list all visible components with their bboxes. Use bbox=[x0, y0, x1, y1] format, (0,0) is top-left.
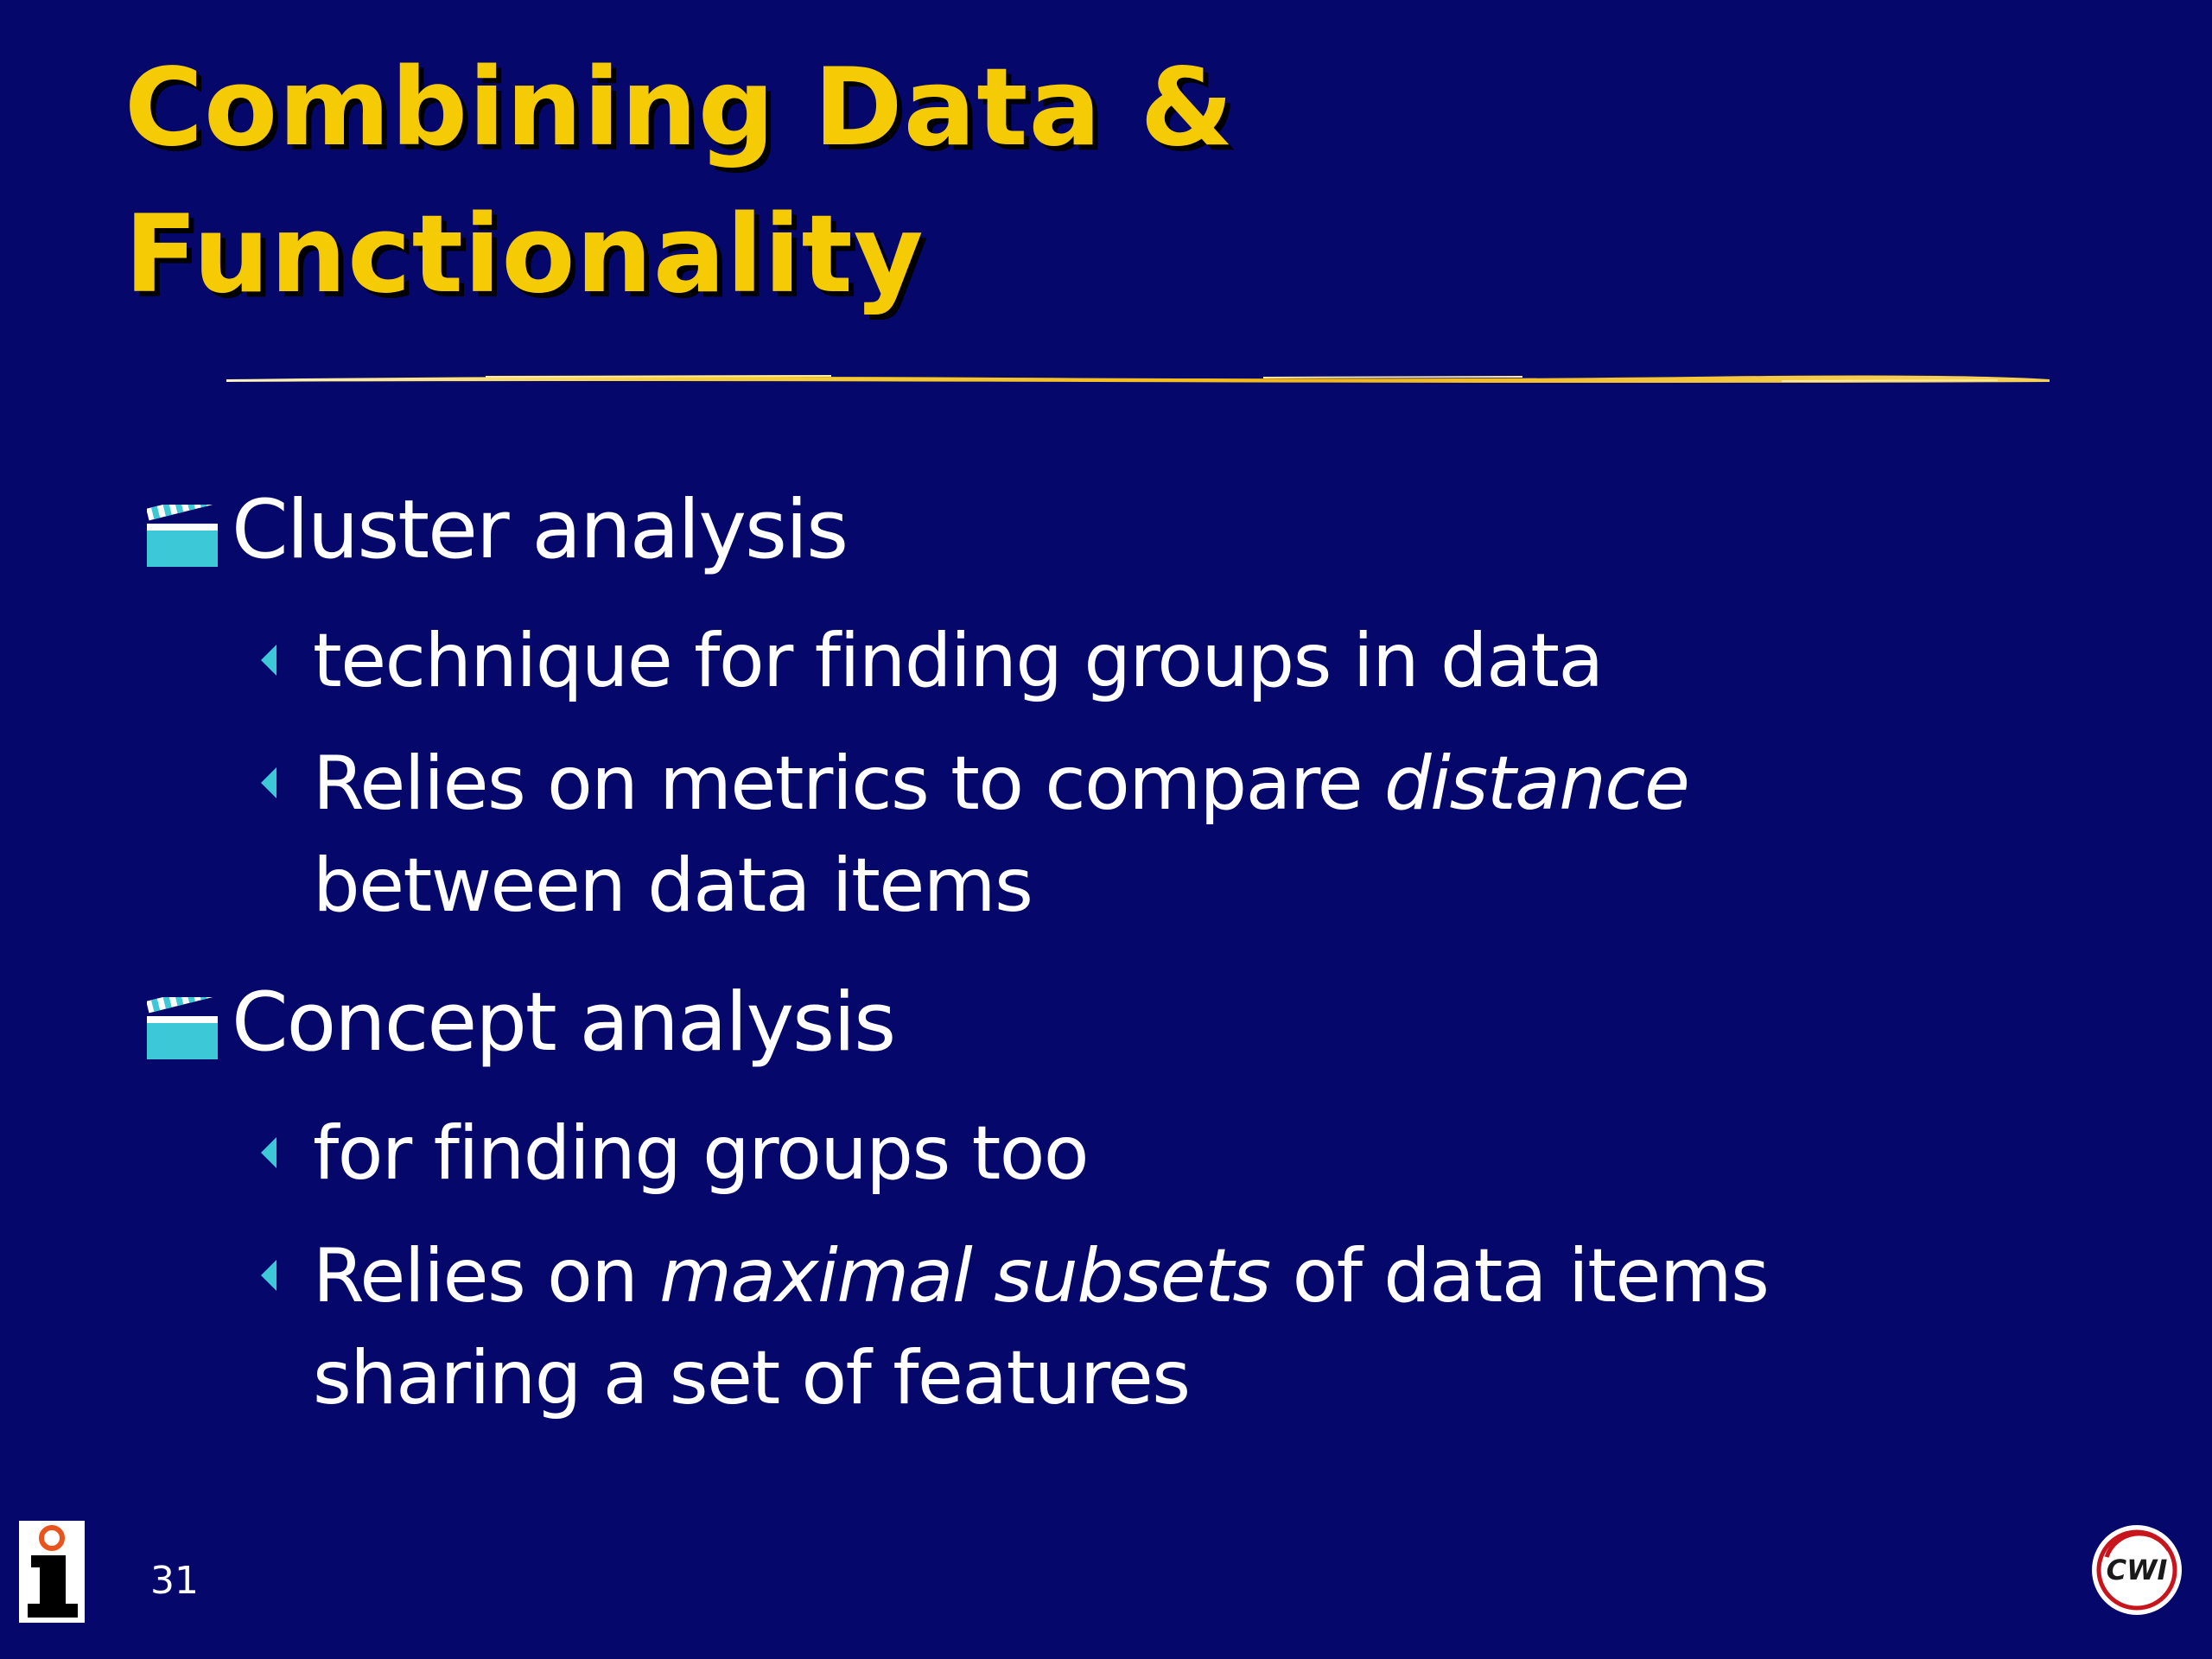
triangle-bullet-icon bbox=[261, 1260, 276, 1291]
title-underline-rule bbox=[226, 375, 2050, 383]
cwi-logo-text: CWI bbox=[2107, 1554, 2168, 1586]
sub-bullet-text-post: of data items bbox=[1269, 1233, 1770, 1319]
info-logo-icon bbox=[19, 1521, 85, 1623]
sub-bullet-text-line2: sharing a set of features bbox=[313, 1335, 1191, 1421]
triangle-bullet-icon bbox=[261, 645, 276, 676]
sub-bullet-text-pre: Relies on metrics to compare bbox=[313, 741, 1385, 827]
triangle-bullet-icon bbox=[261, 1137, 276, 1168]
sub-bullet-text-line2: between data items bbox=[313, 842, 1033, 929]
sub-bullet-text: for finding groups too bbox=[313, 1110, 1090, 1197]
sub-bullet-text-pre: Relies on bbox=[313, 1233, 660, 1319]
clapperboard-icon bbox=[147, 505, 218, 567]
sub-bullet-text: technique for finding groups in data bbox=[313, 618, 1604, 704]
sub-bullet-text: Relies on metrics to compare distance bbox=[313, 733, 1690, 835]
sub-bullet-text: Relies on maximal subsets of data items bbox=[313, 1225, 1770, 1327]
sub-bullet-emphasis: maximal subsets bbox=[659, 1233, 1271, 1319]
slide-title: Combining Data & Functionality bbox=[124, 35, 1235, 328]
page-number: 31 bbox=[150, 1559, 199, 1603]
clapperboard-icon bbox=[147, 997, 218, 1059]
bullet-label: Cluster analysis bbox=[232, 483, 849, 577]
sub-bullet-emphasis: distance bbox=[1384, 741, 1690, 827]
slide-title-line-2: Functionality bbox=[124, 193, 925, 317]
cwi-logo-icon: CWI bbox=[2092, 1525, 2182, 1615]
bullet-label: Concept analysis bbox=[232, 976, 896, 1070]
slide-title-line-1: Combining Data & bbox=[124, 46, 1235, 170]
triangle-bullet-icon bbox=[261, 767, 276, 798]
